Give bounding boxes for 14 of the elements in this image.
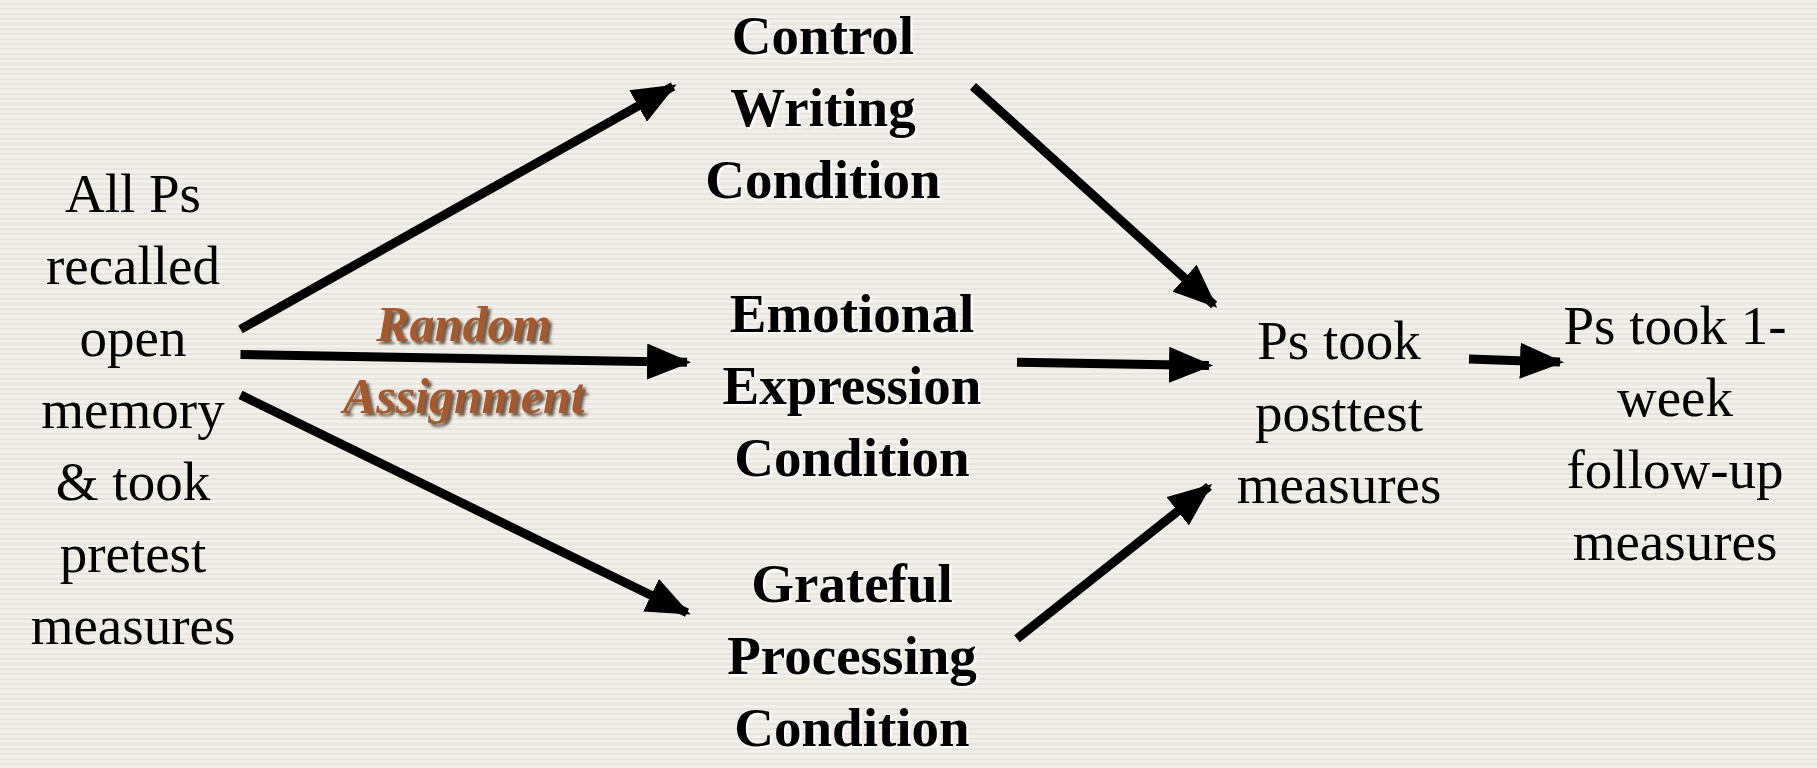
arrow	[1016, 346, 1213, 383]
step-text: All Ps recalled open memory & took pretest measures	[29, 162, 237, 658]
arrow	[1468, 342, 1564, 379]
arrow	[240, 343, 691, 380]
arrow	[969, 83, 1218, 309]
edge-label: Random Assignment	[339, 295, 587, 427]
step-text: Ps took posttest measures	[1235, 309, 1443, 517]
condition-label: Grateful Processing Condition	[726, 552, 978, 760]
arrow	[238, 82, 677, 334]
step-text: Ps took 1-week follow-up measures	[1562, 294, 1788, 574]
arrow	[1014, 482, 1213, 643]
condition-label: Emotional Expression Condition	[721, 282, 983, 490]
condition-label: Control Writing Condition	[704, 4, 942, 212]
arrow	[238, 390, 691, 617]
